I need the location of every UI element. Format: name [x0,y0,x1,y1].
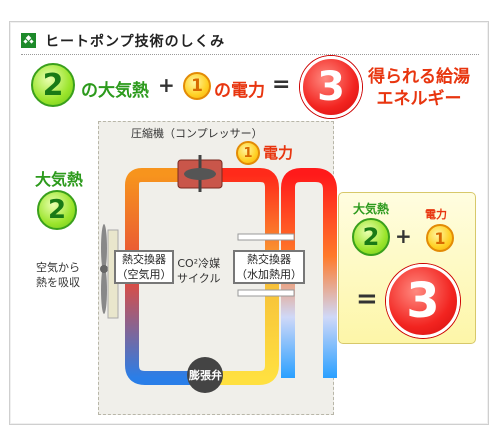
refrigerant-line2: サイクル [177,272,221,285]
plus-sign: + [158,73,175,97]
summary-result-circle: 3 [386,264,460,338]
summary-air-label: 大気熱 [353,202,390,216]
power-number: 1 [191,76,203,96]
compressor-icon [177,155,223,192]
summary-equals: = [356,284,378,314]
diagram-power-circle: 1 [236,141,260,165]
hx-water-line1: 熱交換器 [247,253,291,266]
summary-result-number: 3 [406,273,440,329]
diagram-air-heat-label: 大気熱 [35,170,84,189]
summary-plus: + [395,224,412,248]
absorb-line1: 空気から [36,261,80,274]
summary-air-number: 2 [362,223,380,251]
result-line2: エネルギー [376,89,462,109]
air-heat-number: 2 [42,67,64,103]
hx-water-line2: （水加熱用） [236,268,302,281]
result-number: 3 [317,64,345,110]
panel-frame [9,21,489,425]
summary-air-circle: 2 [352,218,390,256]
result-label: 得られる給湯 エネルギー [368,66,470,110]
absorb-line2: 熱を吸収 [36,276,80,289]
equals-sign: = [272,72,291,97]
section-title: ヒートポンプ技術のしくみ [45,34,226,50]
refrigerant-cycle-label: CO²冷媒 サイクル [177,256,220,286]
hx-air-line1: 熱交換器 [122,253,166,266]
air-heat-exchanger: 熱交換器 （空気用） [114,250,174,284]
refrigerant-line1: CO²冷媒 [177,257,221,270]
air-heat-circle: 2 [31,63,75,107]
section-header: ヒートポンプ技術のしくみ [21,32,479,55]
valve-label: 膨張弁 [189,369,222,382]
diagram-air-heat-circle: 2 [37,190,77,230]
diagram-power-label: 電力 [263,144,294,162]
absorb-text: 空気から 熱を吸収 [36,260,80,290]
result-circle: 3 [300,56,362,118]
diagram-air-heat-number: 2 [47,195,67,225]
summary-power-number: 1 [434,228,446,248]
compressor-label: 圧縮機（コンプレッサー） [131,127,263,140]
power-circle: 1 [183,72,211,100]
air-heat-label: の大気熱 [81,81,149,101]
diamond-bullet-icon [21,33,36,48]
expansion-valve-icon [187,357,223,393]
power-label: の電力 [214,81,265,101]
summary-power-circle: 1 [426,224,454,252]
hx-air-line2: （空気用） [116,268,172,281]
summary-power-label: 電力 [425,208,447,221]
diagram-power-number: 1 [243,145,253,161]
water-heat-exchanger: 熱交換器 （水加熱用） [233,250,305,284]
result-line1: 得られる給湯 [368,67,470,87]
fan-icon [100,224,108,314]
